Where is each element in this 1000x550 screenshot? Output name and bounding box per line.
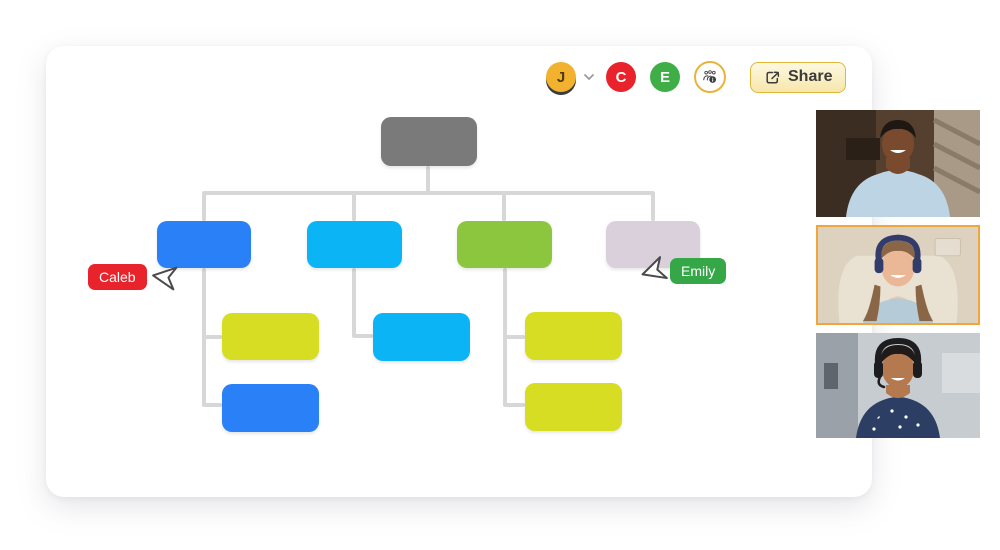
- avatar-e[interactable]: E: [650, 62, 680, 92]
- participant-2-video: [818, 227, 978, 323]
- cursor-name-badge: Emily: [670, 258, 727, 284]
- avatar-j[interactable]: J: [546, 62, 576, 92]
- org-connector-1: [202, 191, 655, 195]
- org-node-child-green[interactable]: [457, 221, 552, 268]
- video-participant-1[interactable]: [816, 110, 980, 217]
- org-connector-10: [354, 334, 373, 338]
- org-connector-2: [202, 193, 206, 221]
- people-info-icon: [703, 70, 716, 83]
- toolbar: J C E Share: [546, 60, 847, 94]
- share-icon: [766, 71, 780, 84]
- org-connector-0: [426, 166, 430, 193]
- org-node-grand-cyan[interactable]: [373, 313, 470, 361]
- collaborators-button[interactable]: [694, 61, 726, 93]
- share-button[interactable]: Share: [750, 61, 847, 93]
- org-node-grand-yellow-2[interactable]: [525, 312, 622, 360]
- org-node-child-cyan[interactable]: [307, 221, 402, 268]
- org-connector-7: [204, 335, 222, 339]
- org-connector-13: [505, 403, 525, 407]
- org-node-root[interactable]: [381, 117, 477, 166]
- video-participant-3[interactable]: [816, 333, 980, 438]
- video-participant-2[interactable]: [816, 225, 980, 325]
- participant-3-video: [816, 333, 980, 438]
- participant-1-video: [816, 110, 980, 217]
- org-node-grand-yellow-3[interactable]: [525, 383, 622, 431]
- org-connector-4: [502, 193, 506, 221]
- org-node-child-blue[interactable]: [157, 221, 251, 268]
- chevron-down-icon[interactable]: [582, 70, 596, 84]
- org-connector-9: [352, 268, 356, 338]
- cursor-arrow-icon: [641, 256, 668, 280]
- cursor-name-badge: Caleb: [88, 264, 147, 290]
- collaborator-cursor-emily: Emily: [638, 255, 727, 287]
- org-node-grand-blue[interactable]: [222, 384, 319, 432]
- cursor-arrow-icon: [151, 266, 178, 291]
- org-connector-5: [651, 193, 655, 221]
- share-button-label: Share: [788, 68, 833, 85]
- video-call-panel: [816, 110, 980, 438]
- avatar-c[interactable]: C: [606, 62, 636, 92]
- collaborator-cursor-caleb: Caleb: [88, 261, 179, 293]
- org-node-grand-yellow-1[interactable]: [222, 313, 319, 360]
- org-connector-12: [505, 335, 525, 339]
- org-connector-8: [204, 403, 222, 407]
- org-connector-3: [352, 193, 356, 221]
